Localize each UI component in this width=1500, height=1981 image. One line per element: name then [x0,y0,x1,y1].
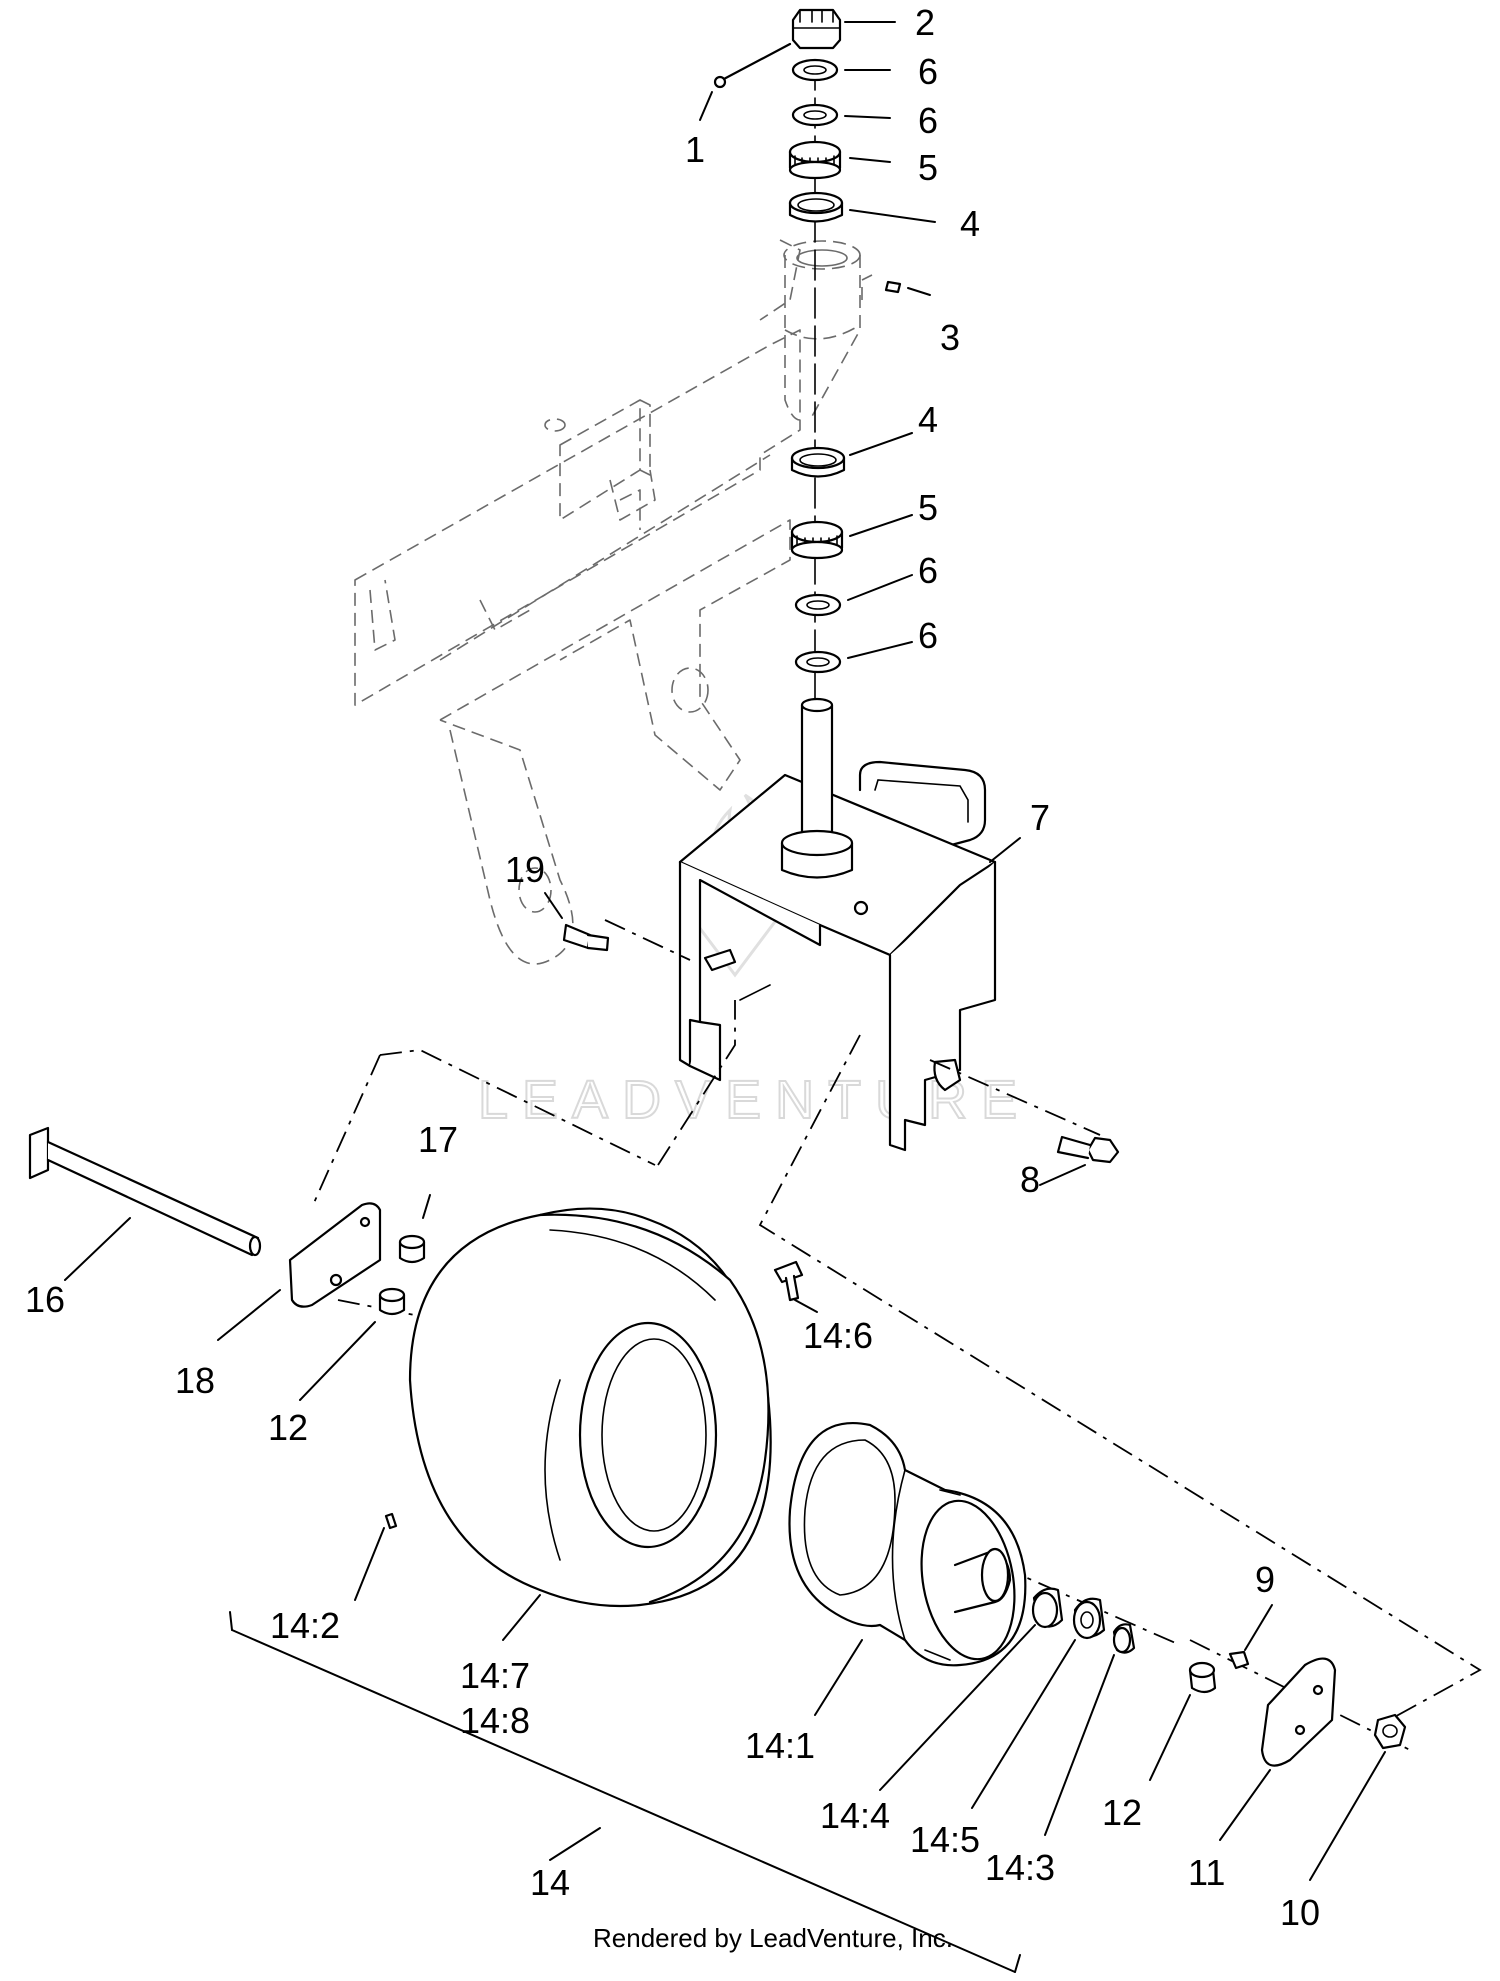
callout-14-3: 14:3 [985,1847,1055,1888]
bearing-plate [1260,1657,1337,1767]
callout-12: 12 [268,1407,308,1448]
callout-8: 8 [1020,1159,1040,1200]
spacer-left [378,1287,406,1316]
bearing-lower [790,520,844,560]
callout-1: 1 [685,129,705,170]
washer-upper-1 [791,58,839,82]
callout-14-6: 14:6 [803,1315,873,1356]
castle-nut [791,8,842,50]
washer-lower-1 [794,593,842,617]
leader-lines [64,21,1386,1881]
grease-fitting [884,280,902,294]
callout-4: 4 [918,399,938,440]
callout-6: 6 [918,550,938,591]
wheel-rim [788,1422,1027,1667]
axle-plate [288,1202,382,1308]
callout-5: 5 [918,147,938,188]
tire [408,1207,772,1608]
callout-6: 6 [918,100,938,141]
hub-spacer [1112,1623,1136,1654]
callout-6: 6 [918,615,938,656]
valve-stem [384,1512,398,1530]
axle [28,1126,262,1257]
callout-14-2: 14:2 [270,1605,340,1646]
footer-credit: Rendered by LeadVenture, Inc. [593,1923,953,1953]
callout-14-1: 14:1 [745,1725,815,1766]
hub-bearing [1031,1587,1064,1629]
callout-2: 2 [915,2,935,43]
callout-14-5: 14:5 [910,1819,980,1860]
callout-14-4: 14:4 [820,1795,890,1836]
small-nut [1228,1650,1250,1670]
pivot-bolt [562,923,610,952]
callout-6: 6 [918,51,938,92]
callout-10: 10 [1280,1892,1320,1933]
kingpin-hardware [713,8,902,721]
callout-12: 12 [1102,1792,1142,1833]
bearing-upper [788,140,842,180]
cotter-pin [713,42,792,89]
caster-fork [678,697,997,1152]
washer-lower-2 [794,650,842,674]
callout-16: 16 [25,1279,65,1320]
spacer-upper [398,1234,426,1264]
assembly-bracket [229,1611,1021,1973]
callout-3: 3 [940,317,960,358]
callout-19: 19 [505,849,545,890]
callout-18: 18 [175,1360,215,1401]
callout-labels: 1 2 6 6 5 4 3 4 5 6 6 7 19 8 17 16 18 12… [25,2,1320,1933]
callout-7: 7 [1030,797,1050,838]
callout-14-8: 14:8 [460,1700,530,1741]
race-lower [790,446,846,478]
callout-4: 4 [960,203,980,244]
wheel-bolt [773,1260,804,1302]
lock-nut [1373,1713,1407,1750]
callout-11: 11 [1188,1852,1225,1893]
mower-frame [354,239,873,965]
washer-upper-2 [791,103,839,127]
callout-17: 17 [418,1119,458,1160]
callout-5: 5 [918,487,938,528]
bolt [1056,1135,1120,1164]
spacer-right [1188,1661,1217,1694]
callout-14-7: 14:7 [460,1655,530,1696]
hub-seal [1072,1597,1106,1640]
callout-9: 9 [1255,1559,1275,1600]
race-upper [788,191,844,223]
callout-14: 14 [530,1862,570,1903]
